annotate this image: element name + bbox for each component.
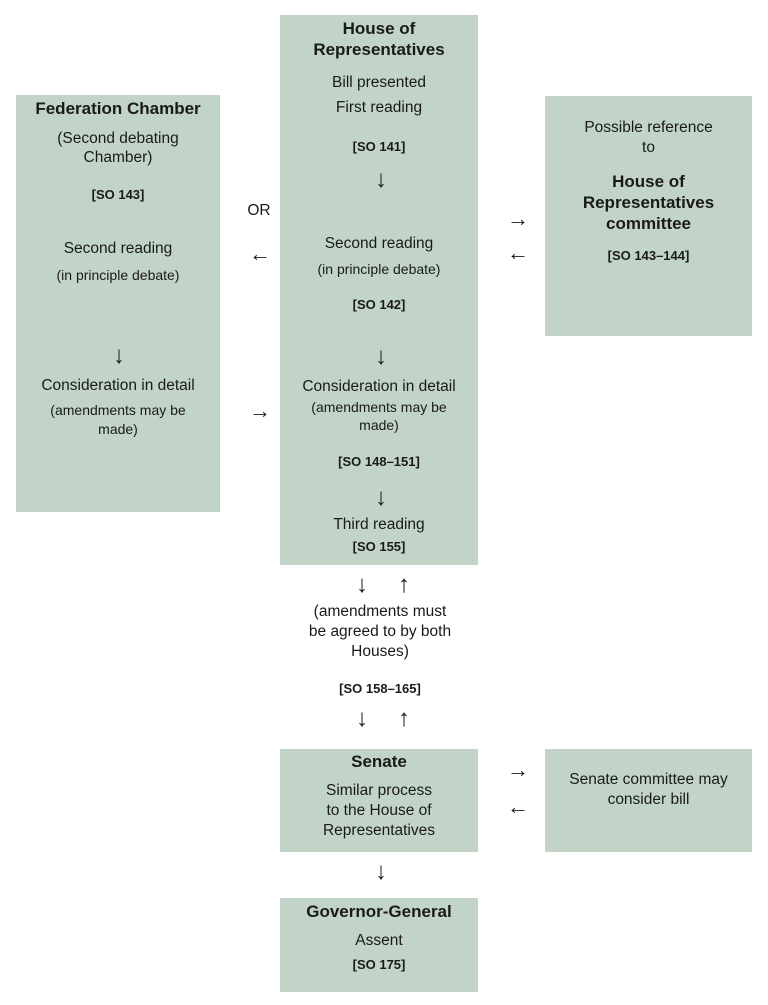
- left-arrow-icon: ←: [507, 240, 529, 265]
- or-label: OR: [247, 202, 271, 219]
- house-second-reading-label: Second reading: [324, 235, 434, 252]
- house-consideration-note-1: (amendments may be: [311, 399, 447, 415]
- committee-line-1: Possible reference: [584, 119, 713, 136]
- down-arrow-icon: ↓: [375, 858, 387, 885]
- senate-committee-box: Senate committee may consider bill: [545, 749, 752, 852]
- so-143-144-label: [SO 143–144]: [607, 248, 690, 263]
- up-arrow-icon: ↑: [398, 705, 410, 732]
- house-title-line2: Representatives: [313, 40, 445, 59]
- left-arrow-icon: ←: [249, 241, 271, 266]
- house-title-line1: House of: [342, 19, 416, 38]
- bill-presented-label: Bill presented: [332, 74, 426, 91]
- committee-box: Possible reference to House of Represent…: [545, 96, 752, 336]
- so-155-label: [SO 155]: [352, 539, 406, 554]
- house-consideration-note-2: made): [359, 417, 399, 433]
- senate-committee-line-1: Senate committee may: [569, 771, 728, 788]
- amendments-line-2: be agreed to by both: [308, 623, 452, 640]
- federation-consideration-note-1: (amendments may be: [50, 402, 186, 418]
- down-arrow-icon: ↓: [375, 484, 387, 511]
- up-arrow-icon: ↑: [398, 571, 410, 598]
- assent-label: Assent: [355, 932, 403, 949]
- federation-second-reading-label: Second reading: [63, 240, 173, 257]
- right-arrow-icon: →: [507, 757, 529, 782]
- so-143-label: [SO 143]: [91, 187, 145, 202]
- senate-line-3: Representatives: [322, 822, 435, 839]
- federation-subtitle-2: Chamber): [83, 149, 153, 166]
- so-141-label: [SO 141]: [352, 139, 406, 154]
- governor-title: Governor-General: [306, 902, 452, 921]
- senate-committee-line-2: consider bill: [607, 791, 690, 808]
- committee-title-1: House of: [612, 172, 685, 191]
- so-142-label: [SO 142]: [352, 297, 406, 312]
- first-reading-label: First reading: [335, 99, 423, 116]
- so-158-165-label: [SO 158–165]: [339, 681, 421, 696]
- committee-line-2: to: [642, 139, 655, 156]
- federation-subtitle-1: (Second debating: [57, 130, 179, 147]
- committee-title-3: committee: [605, 214, 692, 233]
- right-arrow-icon: →: [249, 398, 271, 423]
- so-148-151-label: [SO 148–151]: [338, 454, 420, 469]
- senate-line-2: to the House of: [326, 802, 432, 819]
- down-arrow-icon: ↓: [356, 705, 368, 732]
- down-arrow-icon: ↓: [375, 166, 387, 193]
- federation-consideration-label: Consideration in detail: [41, 377, 195, 394]
- right-arrow-icon: →: [507, 206, 529, 231]
- house-second-reading-note: (in principle debate): [317, 261, 441, 277]
- down-arrow-icon: ↓: [375, 343, 387, 370]
- federation-title: Federation Chamber: [35, 99, 201, 118]
- so-175-label: [SO 175]: [352, 957, 406, 972]
- down-arrow-icon: ↓: [113, 342, 125, 369]
- down-arrow-icon: ↓: [356, 571, 368, 598]
- senate-title: Senate: [351, 752, 407, 771]
- senate-line-1: Similar process: [326, 782, 432, 799]
- federation-consideration-note-2: made): [98, 421, 138, 437]
- senate-box: Senate Similar process to the House of R…: [280, 749, 478, 852]
- left-arrow-icon: ←: [507, 794, 529, 819]
- federation-chamber-box: Federation Chamber (Second debating Cham…: [16, 95, 220, 512]
- house-of-representatives-box: House of Representatives Bill presented …: [280, 15, 478, 565]
- federation-second-reading-note: (in principle debate): [56, 267, 180, 283]
- house-consideration-label: Consideration in detail: [302, 378, 456, 395]
- amendments-line-1: (amendments must: [313, 603, 447, 620]
- third-reading-label: Third reading: [333, 516, 425, 533]
- governor-general-box: Governor-General Assent [SO 175]: [280, 898, 478, 992]
- committee-title-2: Representatives: [582, 193, 715, 212]
- amendments-line-3: Houses): [351, 643, 409, 660]
